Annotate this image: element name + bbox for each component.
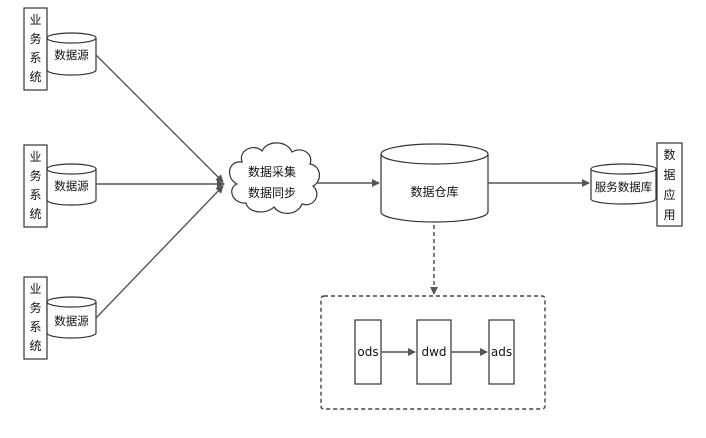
business-system-char: 系 (29, 51, 41, 65)
business-system-char: 务 (29, 300, 41, 315)
source-database-label: 数据源 (54, 314, 89, 328)
data-warehouse-label: 数据仓库 (410, 184, 458, 199)
source-database-2 (46, 163, 97, 206)
layer-label-dwd: dwd (421, 345, 446, 359)
business-system-char: 业 (29, 282, 41, 296)
data-application-char: 用 (663, 208, 675, 222)
business-system-char: 务 (29, 31, 41, 46)
service-database-label: 服务数据库 (595, 180, 653, 194)
layer-box-ads (488, 319, 515, 385)
business-system-char: 业 (29, 13, 41, 27)
source-database-label: 数据源 (54, 179, 89, 193)
service-database (590, 163, 657, 205)
arrow-source3-to-sync (95, 185, 224, 319)
business-system-char: 务 (29, 168, 41, 183)
warehouse-layers-container (320, 295, 546, 410)
source-database-1 (46, 32, 97, 76)
business-system-char: 统 (29, 339, 41, 353)
arrow-source1-to-sync (95, 54, 224, 183)
data-application-char: 数 (663, 147, 675, 162)
business-system-char: 系 (29, 188, 41, 202)
data-warehouse-cylinder (380, 143, 489, 223)
source-database-label: 数据源 (54, 48, 89, 62)
business-system-char: 系 (29, 320, 41, 334)
layer-label-ods: ods (357, 345, 378, 359)
sync-label-line1: 数据采集 (248, 164, 296, 179)
business-system-char: 统 (29, 70, 41, 84)
data-application-char: 据 (663, 168, 675, 182)
sync-label-line2: 数据同步 (248, 185, 296, 200)
source-database-3 (46, 296, 97, 339)
business-system-char: 统 (29, 207, 41, 221)
business-system-char: 业 (29, 150, 41, 164)
layer-label-ads: ads (491, 345, 512, 359)
data-application-char: 应 (663, 187, 675, 202)
data-application-box (656, 142, 683, 227)
sync-cloud (229, 142, 320, 214)
